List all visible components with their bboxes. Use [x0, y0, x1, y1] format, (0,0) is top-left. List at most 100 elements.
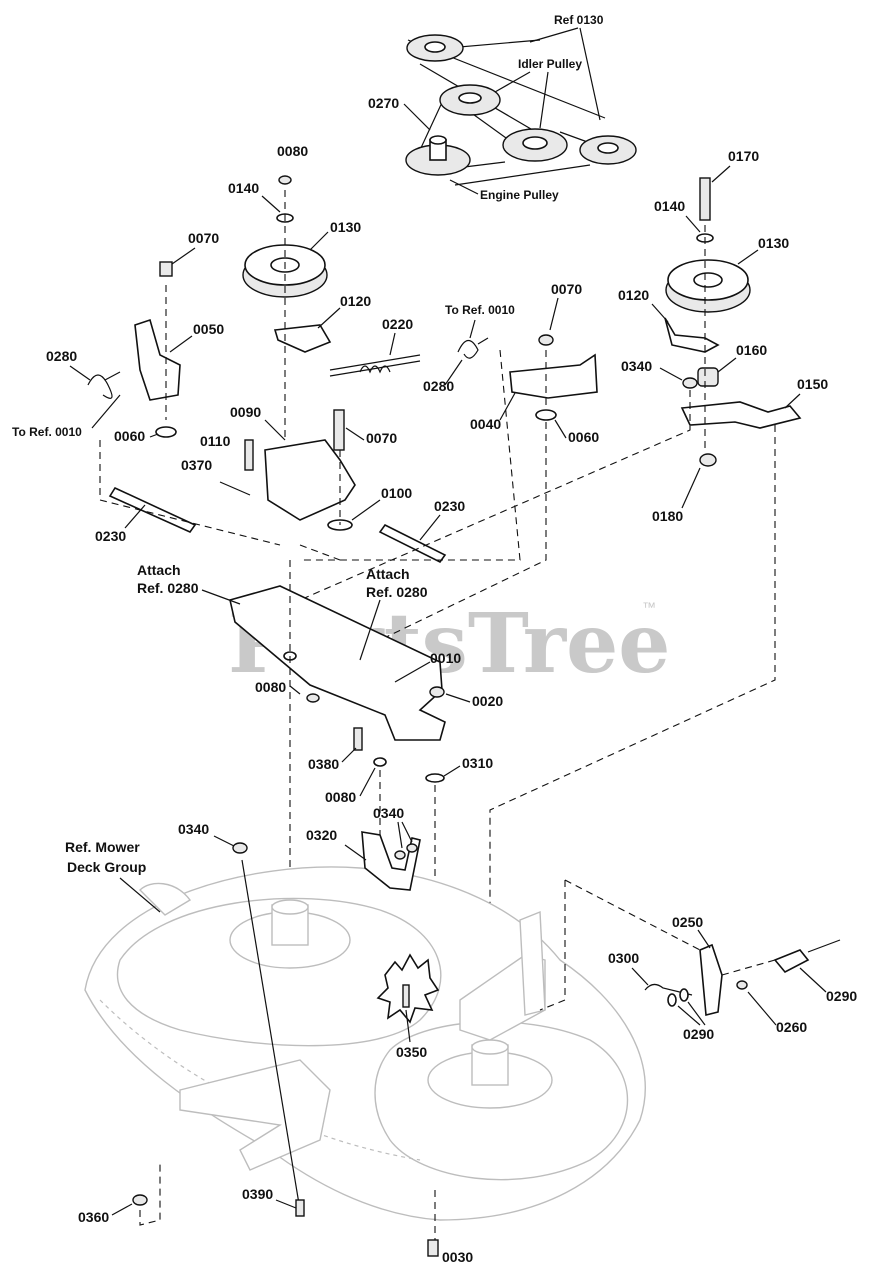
callout-0230-left: 0230 [95, 528, 126, 544]
callout-0040: 0040 [470, 416, 501, 432]
callout-0060-right: 0060 [568, 429, 599, 445]
belt-routing-diagram [405, 34, 637, 186]
washer-0290-b-icon [679, 988, 689, 1002]
callout-0340-mid: 0340 [373, 805, 404, 821]
deck-front-bracket [179, 1059, 331, 1171]
callout-0110: 0110 [200, 433, 231, 449]
bolt-0380-icon [353, 727, 363, 751]
callout-attach-left-2: Ref. 0280 [137, 580, 199, 596]
nut-0360-icon [132, 1194, 148, 1206]
bolt-0350-icon [402, 984, 410, 1008]
lever-0250-icon [699, 943, 723, 1017]
callout-0250: 0250 [672, 914, 703, 930]
callout-0340-right: 0340 [621, 358, 652, 374]
washer-0060-right-icon [535, 409, 557, 421]
bolt-0170-icon [699, 177, 711, 221]
callout-0090: 0090 [230, 404, 261, 420]
bracket-0120-left-icon [273, 324, 332, 353]
bolt-0070-left-icon [159, 261, 173, 277]
callout-0390: 0390 [242, 1186, 273, 1202]
nut-0340-right-icon [682, 377, 698, 389]
callout-0230-right: 0230 [434, 498, 465, 514]
bracket-0320-icon [361, 831, 421, 891]
callout-attach-right-2: Ref. 0280 [366, 584, 428, 600]
callout-0290-b: 0290 [683, 1026, 714, 1042]
callout-0140-left: 0140 [228, 180, 259, 196]
spring-0280-left-icon [87, 371, 121, 399]
callout-0010: 0010 [430, 650, 461, 666]
callout-0220: 0220 [382, 316, 413, 332]
spacer-0160-icon [697, 367, 719, 387]
idler-arm-0150-icon [680, 401, 802, 429]
spring-0220-icon [329, 354, 421, 377]
bolt-0390-icon [295, 1199, 305, 1217]
nut-0070-right-icon [538, 334, 554, 346]
callout-0130-left: 0130 [330, 219, 361, 235]
rod-0230-right-icon [378, 523, 447, 564]
nut-0080-icon [278, 175, 292, 185]
spring-0280-mid-icon [457, 337, 489, 359]
callout-0150: 0150 [797, 376, 828, 392]
callout-0280-mid: 0280 [423, 378, 454, 394]
bracket-0120-right-icon [664, 317, 720, 353]
callout-0030: 0030 [442, 1249, 473, 1265]
callout-0060-left: 0060 [114, 428, 145, 444]
washer-0310-icon [425, 773, 445, 783]
nut-0080-low-icon [306, 693, 320, 703]
nut-0260-icon [736, 980, 748, 990]
callout-0050: 0050 [193, 321, 224, 337]
idler-arm-0090-icon [264, 439, 356, 521]
callout-0080-mid: 0080 [255, 679, 286, 695]
cable-lever-assembly [644, 939, 841, 1017]
mower-deck [84, 831, 701, 1257]
nut-0340-left-icon [232, 842, 248, 854]
callout-0270: 0270 [368, 95, 399, 111]
pin-0300-icon [644, 983, 693, 996]
callout-0280-left: 0280 [46, 348, 77, 364]
callout-ref-0130: Ref 0130 [554, 13, 604, 27]
callout-0080-low: 0080 [325, 789, 356, 805]
callout-to-ref-0010-right: To Ref. 0010 [445, 303, 515, 317]
nut-0080-bottom-icon [373, 757, 387, 767]
callout-0070-mid: 0070 [366, 430, 397, 446]
right-idler-assembly [299, 177, 802, 1000]
bolt-0390-shaft [241, 859, 301, 1211]
washer-0060-left-icon [155, 426, 177, 438]
callout-0300: 0300 [608, 950, 639, 966]
callout-0020: 0020 [472, 693, 503, 709]
bracket-0040-icon [509, 353, 598, 399]
callout-0140-right: 0140 [654, 198, 685, 214]
nut-0340-mid-a-icon [394, 850, 406, 860]
nut-0340-mid-b-icon [406, 843, 418, 853]
callout-to-ref-0010-left: To Ref. 0010 [12, 425, 82, 439]
callout-0070-left: 0070 [188, 230, 219, 246]
bolt-0070-mid-icon [333, 409, 345, 451]
callout-0310: 0310 [462, 755, 493, 771]
callout-0100: 0100 [381, 485, 412, 501]
cable-end-0290-icon [773, 949, 810, 974]
callout-0120-right: 0120 [618, 287, 649, 303]
callout-0180: 0180 [652, 508, 683, 524]
rod-0230-left-icon [108, 486, 197, 533]
nut-0020-icon [429, 686, 445, 698]
bolt-0030-icon [427, 1239, 439, 1257]
callout-0360: 0360 [78, 1209, 109, 1225]
callout-ref-mower-deck-2: Deck Group [67, 859, 146, 875]
callout-0370: 0370 [181, 457, 212, 473]
callout-idler-pulley: Idler Pulley [518, 57, 582, 71]
callout-ref-mower-deck-1: Ref. Mower [65, 839, 140, 855]
callout-0340-left: 0340 [178, 821, 209, 837]
callout-0320: 0320 [306, 827, 337, 843]
mount-bracket-0010-icon [229, 585, 446, 741]
washer-0290-a-icon [667, 993, 677, 1007]
callout-attach-left-1: Attach [137, 562, 181, 578]
callout-engine-pulley: Engine Pulley [480, 188, 559, 202]
callout-0070-right: 0070 [551, 281, 582, 297]
center-idler-assembly [300, 334, 598, 641]
callout-0080-top: 0080 [277, 143, 308, 159]
callout-0260: 0260 [776, 1019, 807, 1035]
watermark-trademark: ™ [642, 599, 656, 615]
callout-0130-right: 0130 [758, 235, 789, 251]
callout-0170: 0170 [728, 148, 759, 164]
